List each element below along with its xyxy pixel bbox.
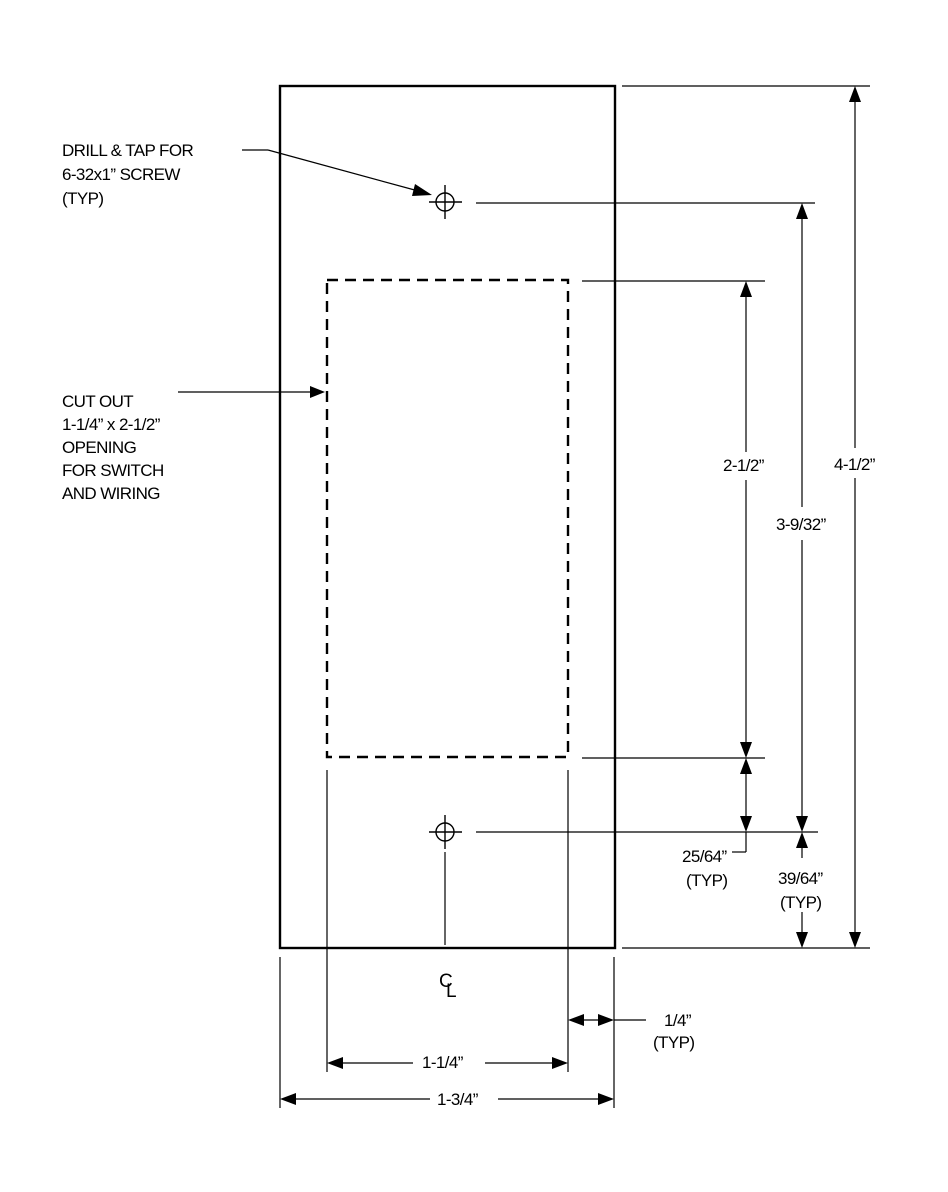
dim-overall-width: [280, 1093, 614, 1105]
dim-overall-height-label: 4-1/2”: [834, 455, 876, 474]
dim-side-margin-note: (TYP): [653, 1033, 694, 1052]
svg-text:L: L: [446, 981, 456, 1002]
top-screw-hole: [429, 185, 462, 219]
drill-note-line-2: 6-32x1” SCREW: [62, 165, 180, 184]
cutout-note-line-3: OPENING: [62, 438, 136, 457]
dim-opening-to-hole-note: (TYP): [686, 871, 727, 890]
cutout-note-leader: [178, 386, 325, 398]
bottom-screw-hole: [429, 815, 462, 849]
cutout-note-line-1: CUT OUT: [62, 392, 133, 411]
dim-hole-to-edge-label: 39/64”: [778, 869, 824, 888]
dim-side-margin: [568, 1014, 646, 1026]
cutout-note-line-2: 1-1/4” x 2-1/2”: [62, 415, 161, 434]
drill-note-line-1: DRILL & TAP FOR: [62, 141, 193, 160]
dim-hole-to-edge-note: (TYP): [780, 893, 821, 912]
cutout-note-line-5: AND WIRING: [62, 484, 160, 503]
dim-opening-height: [740, 281, 752, 758]
dim-opening-width: [327, 1057, 568, 1069]
dim-hole-spacing-label: 3-9/32”: [776, 515, 827, 534]
plate-outline: [278, 84, 617, 950]
dim-opening-to-hole: [732, 758, 752, 853]
dim-opening-to-hole-label: 25/64”: [682, 847, 728, 866]
dim-hole-spacing: [796, 203, 808, 832]
drill-note-leader: [242, 149, 432, 196]
svg-text:C: C: [439, 971, 452, 992]
cutout-opening: [325, 278, 570, 759]
dim-opening-height-label: 2-1/2”: [723, 456, 765, 475]
dim-overall-width-label: 1-3/4”: [437, 1090, 479, 1109]
cutout-note-line-4: FOR SWITCH: [62, 461, 164, 480]
dim-side-margin-label: 1/4”: [664, 1011, 692, 1030]
dim-hole-to-edge: [796, 832, 808, 948]
extension-lines: [279, 85, 870, 1108]
drill-note-line-3: (TYP): [62, 189, 103, 208]
centerline-symbol: C L: [439, 971, 457, 1002]
dim-opening-width-label: 1-1/4”: [422, 1053, 464, 1072]
dim-overall-height: [849, 86, 861, 948]
